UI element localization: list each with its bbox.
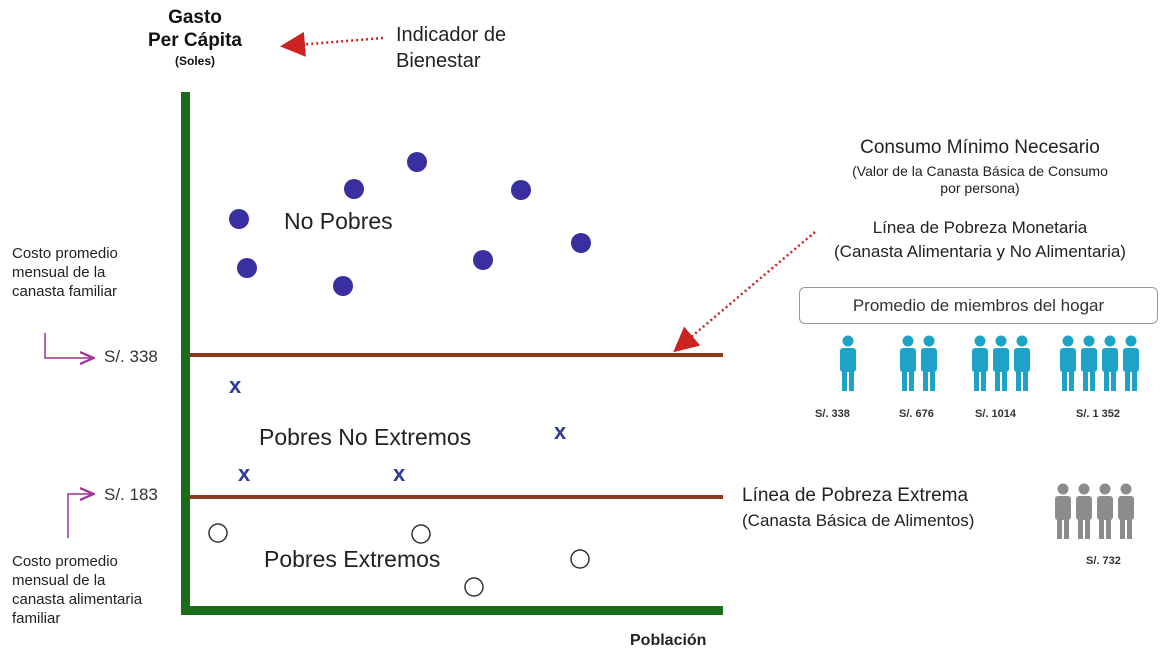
household-amount: S/. 676 (899, 408, 934, 420)
person-icon (840, 335, 856, 391)
household-dot (344, 179, 364, 199)
household-amount: S/. 1 352 (1076, 408, 1121, 420)
indicator-arrow (280, 31, 384, 57)
household-amount: S/. 1014 (975, 408, 1016, 420)
y-axis-title: Gasto Per Cápita (120, 6, 270, 52)
person-icon (1060, 335, 1076, 391)
person-icon (1118, 483, 1134, 539)
person-icon (1055, 483, 1071, 539)
poverty-line (190, 353, 723, 357)
food-basket-pointer (67, 494, 92, 538)
household-members-box: Promedio de miembros del hogar (799, 287, 1158, 324)
indicator-label-line1: Indicador de (396, 24, 507, 46)
region-pobres-no-extremos: Pobres No Extremos (259, 424, 472, 450)
linea-extrema-title: Línea de Pobreza Extrema (742, 485, 969, 506)
household-dot (473, 250, 493, 270)
household-cross: x (229, 373, 242, 398)
note-line: canasta familiar (12, 283, 118, 300)
household-dot (407, 152, 427, 172)
household-dot (333, 276, 353, 296)
y-axis-title-line1: Gasto (168, 7, 222, 28)
household-amount: S/. 338 (815, 408, 850, 420)
person-icon (1081, 335, 1097, 391)
subtitle-line: por persona) (940, 180, 1020, 196)
household-circle (570, 549, 590, 569)
y-axis-title-line2: Per Cápita (148, 30, 242, 51)
person-icon (1097, 483, 1113, 539)
household-cross: x (554, 419, 567, 444)
household-circle (464, 577, 484, 597)
linea-extrema-subtitle: (Canasta Básica de Alimentos) (742, 511, 975, 530)
consumo-minimo-subtitle: (Valor de la Canasta Básica de Consumo p… (790, 163, 1163, 197)
household-circle (411, 524, 431, 544)
family-basket-note: Costo promedio mensual de la canasta fam… (12, 244, 118, 301)
person-icon (1076, 483, 1092, 539)
non-poor-dots (229, 152, 591, 296)
household-cross: x (238, 461, 251, 486)
person-icon (1014, 335, 1030, 391)
person-icon (972, 335, 988, 391)
person-icon (900, 335, 916, 391)
note-line: mensual de la (12, 572, 106, 589)
household-dot (571, 233, 591, 253)
household-people (840, 335, 1139, 539)
region-pobres-extremos: Pobres Extremos (264, 546, 441, 572)
linea-monetaria-subtitle: (Canasta Alimentaria y No Alimentaria) (834, 242, 1126, 261)
person-icon (921, 335, 937, 391)
y-axis-unit: (Soles) (174, 54, 215, 68)
note-line: Costo promedio (12, 553, 118, 570)
note-line: Costo promedio (12, 245, 118, 262)
note-line: mensual de la (12, 264, 106, 281)
subtitle-line: (Valor de la Canasta Básica de Consumo (852, 163, 1108, 179)
extreme-household-amount: S/. 732 (1086, 555, 1121, 567)
person-icon (1102, 335, 1118, 391)
household-circle (208, 523, 228, 543)
food-basket-note: Costo promedio mensual de la canasta ali… (12, 552, 142, 628)
poverty-line-arrow (673, 231, 816, 353)
x-axis (181, 606, 723, 615)
family-basket-pointer (44, 333, 92, 358)
linea-monetaria: Línea de Pobreza Monetaria (Canasta Alim… (790, 216, 1163, 264)
indicator-label: Indicador de Bienestar (396, 22, 506, 74)
region-no-pobres: No Pobres (284, 208, 393, 234)
note-line: canasta alimentaria (12, 591, 143, 608)
extreme-line-value: S/. 183 (104, 485, 158, 504)
consumo-minimo-title: Consumo Mínimo Necesario (860, 137, 1100, 158)
linea-monetaria-title: Línea de Pobreza Monetaria (872, 218, 1088, 237)
household-dot (511, 180, 531, 200)
person-icon (1123, 335, 1139, 391)
note-line: familiar (12, 610, 61, 627)
y-axis (181, 92, 190, 614)
household-dot (229, 209, 249, 229)
household-cross: x (393, 461, 406, 486)
household-dot (237, 258, 257, 278)
person-icon (993, 335, 1009, 391)
indicator-label-line2: Bienestar (396, 50, 481, 72)
extreme-poor-markers (208, 523, 590, 597)
extreme-poverty-line (190, 495, 723, 499)
poverty-line-value: S/. 338 (104, 347, 158, 366)
x-axis-title: Población (630, 632, 707, 649)
